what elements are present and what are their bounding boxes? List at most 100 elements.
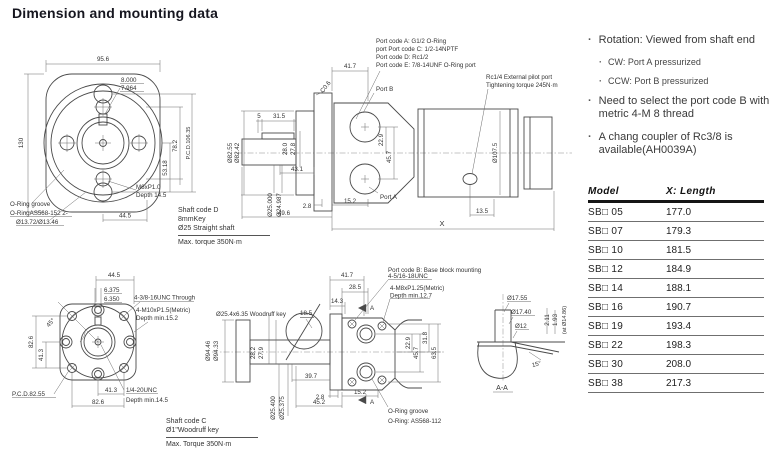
table-row: SB□ 05 177.0	[588, 203, 764, 222]
dim-label: 31.5	[273, 113, 286, 120]
dim-label: 1.93	[552, 313, 559, 326]
section-aa-outline	[477, 309, 565, 379]
note-line: Max. Torque 350N·m	[166, 441, 232, 448]
notes-panel: · Rotation: Viewed from shaft end · CW: …	[588, 34, 772, 167]
dim-label: Ø107.5	[492, 142, 499, 163]
section-aa-drawing: Ø17.55 Ø17.40 Ø12 2.11 1.93 (at Ø14.86) …	[477, 294, 568, 393]
port-code-b-note: Port code B: Base block mounting	[388, 267, 482, 274]
dim-label: 31.8	[422, 331, 429, 344]
note-line: Ø25 Straight shaft	[178, 224, 270, 236]
dim-label: 2.11	[544, 314, 551, 326]
dim-label: 22.9	[405, 336, 412, 349]
dim-label: 6.350	[104, 296, 120, 303]
section-label: A	[370, 399, 375, 406]
dim-label: 41.3	[105, 387, 118, 394]
dim-label: 2.8	[316, 394, 325, 401]
dim-label: Ø24.987	[276, 193, 283, 217]
oring-note: O-Ring: AS568-112	[388, 418, 442, 425]
dim-label: 63.5	[431, 346, 438, 359]
shaft-code-d-note: Shaft code D 8mmKey Ø25 Straight shaft M…	[178, 206, 290, 247]
dim-label: 6.375	[104, 287, 120, 294]
port-code-b-note: 4-5/16-18UNC	[388, 273, 428, 280]
note-cw: · CW: Port A pressurized	[599, 57, 772, 67]
length-cell: 188.1	[666, 283, 692, 294]
bullet-marker: ·	[599, 75, 602, 86]
oring-note: O-Ring groove	[388, 408, 429, 415]
dim-label: 14.3	[331, 298, 344, 305]
model-cell: SB□ 07	[588, 226, 624, 237]
length-cell: 177.0	[666, 207, 692, 218]
shaft-code-c-note: Shaft code C Ø1"Woodruff key Max. Torque…	[166, 417, 278, 449]
thread-note: 1/4-20UNC	[126, 387, 157, 394]
model-cell: SB□ 30	[588, 359, 624, 370]
note-coupler: · A chang coupler of Rc3/8 is available(…	[588, 131, 772, 158]
dim-label: 41.3	[38, 348, 45, 361]
page-title: Dimension and mounting data	[12, 5, 219, 21]
side-view-woodruff-drawing: A A Ø25.4x6.35 Woodruff key 18.5 41.7 28…	[205, 267, 482, 425]
dim-label: Ø82.42	[234, 142, 241, 163]
section-label: A	[370, 305, 375, 312]
table-row: SB□ 30 208.0	[588, 355, 764, 374]
dim-label: 45°	[45, 317, 57, 329]
section-arrow	[358, 304, 366, 312]
dim-label: 28.0	[282, 142, 289, 155]
port-code-b-note: Depth min.12.7	[390, 293, 433, 300]
dim-label: 39.7	[305, 373, 318, 380]
dim-label: 45.2	[313, 399, 326, 406]
model-cell: SB□ 05	[588, 207, 624, 218]
dim-label: 5	[257, 113, 261, 120]
port-b-label: Port B	[376, 86, 393, 93]
note-port-code: · Need to select the port code B with me…	[588, 95, 772, 122]
dim-label: Ø12	[515, 323, 527, 330]
dim-label: Ø25.000	[267, 193, 274, 217]
dim-label: 27.9	[258, 346, 265, 359]
dim-label: Ø17.55	[507, 295, 528, 302]
dim-label: 22.9	[378, 133, 385, 146]
thread-note: 4-3/8-16UNC Through	[134, 295, 196, 302]
length-cell: 190.7	[666, 302, 692, 313]
dim-label: Ø94.33	[213, 340, 220, 361]
dim-label: 45.7	[386, 150, 393, 163]
length-cell: 179.3	[666, 226, 692, 237]
dim-label: 2.8	[303, 203, 312, 210]
flange-front-view-drawing: 44.5 6.375 6.350 82.6 41.3 45° P.C.D.82.…	[12, 272, 196, 408]
dim-label: 28.5	[349, 284, 362, 291]
dim-label: 130	[18, 137, 25, 148]
note-line: Ø1"Woodruff key	[166, 426, 258, 438]
oring-note: Ø13.72/Ø13.46	[16, 219, 59, 226]
note-line: Max. torque 350N·m	[178, 239, 242, 246]
model-cell: SB□ 38	[588, 378, 624, 389]
pilot-port-note: Rc1/4 External pilot port	[486, 74, 552, 81]
key-note: Ø25.4x6.35 Woodruff key	[216, 311, 287, 318]
model-cell: SB□ 16	[588, 302, 624, 313]
note-text: CW: Port A pressurized	[608, 56, 701, 67]
length-cell: 181.5	[666, 245, 692, 256]
dim-label: 53.18	[162, 160, 169, 176]
oring-note: O-Ring groove	[10, 201, 51, 208]
thread-note: Depth min.15.2	[136, 315, 179, 322]
table-row: SB□ 38 217.3	[588, 374, 764, 393]
dim-label: 43.1	[291, 166, 304, 173]
dim-label: 45.7	[413, 346, 420, 359]
dim-label: 7.964	[121, 85, 137, 92]
length-cell: 193.4	[666, 321, 692, 332]
port-code-note: Port code A: G1/2 O-Ring	[376, 38, 447, 45]
oring-note: O-RingAS568-152 2-	[10, 210, 68, 217]
model-cell: SB□ 19	[588, 321, 624, 332]
section-aa-dim-lines	[493, 301, 556, 393]
dim-label: 15°	[531, 360, 542, 369]
dim-label: 28.2	[250, 346, 257, 359]
flange-outline	[59, 303, 137, 381]
bullet-marker: ·	[588, 130, 592, 143]
front-view-dim-lines	[10, 60, 196, 226]
length-cell: 208.0	[666, 359, 692, 370]
length-cell: 217.3	[666, 378, 692, 389]
note-line: 8mmKey	[178, 216, 206, 223]
note-ccw: · CCW: Port B pressurized	[599, 76, 772, 86]
bullet-marker: ·	[588, 34, 592, 46]
dim-label: P.C.D.82.55	[12, 391, 45, 398]
dim-label: Ø82.55	[227, 142, 234, 163]
